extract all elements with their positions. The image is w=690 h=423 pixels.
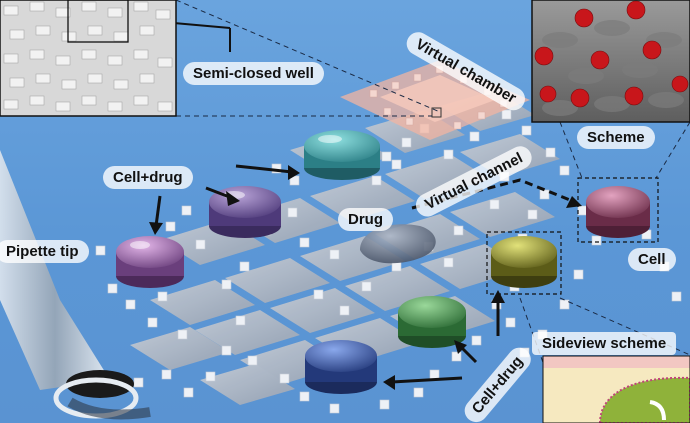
sem-inset-semi-closed-well bbox=[0, 0, 177, 117]
droplet-drug bbox=[360, 224, 436, 264]
droplet-teal bbox=[304, 130, 380, 180]
droplet-pink bbox=[116, 236, 184, 288]
label-cell-drug-top: Cell+drug bbox=[103, 166, 193, 189]
sideview-inset bbox=[542, 355, 690, 423]
label-sideview-scheme: Sideview scheme bbox=[532, 332, 677, 355]
droplet-red-cell bbox=[577, 177, 659, 243]
virtual-channel-path bbox=[411, 178, 571, 210]
droplet-green bbox=[398, 296, 466, 348]
label-pipette-tip: Pipette tip bbox=[0, 240, 89, 263]
label-drug: Drug bbox=[338, 208, 393, 231]
sem-inset-scheme bbox=[531, 0, 690, 123]
droplet-yellow bbox=[486, 231, 562, 295]
label-scheme: Scheme bbox=[577, 126, 655, 149]
label-cell: Cell bbox=[628, 248, 676, 271]
pipette-tip-shape bbox=[0, 150, 151, 420]
droplet-blue bbox=[305, 340, 377, 394]
label-semi-closed-well: Semi-closed well bbox=[183, 62, 324, 85]
